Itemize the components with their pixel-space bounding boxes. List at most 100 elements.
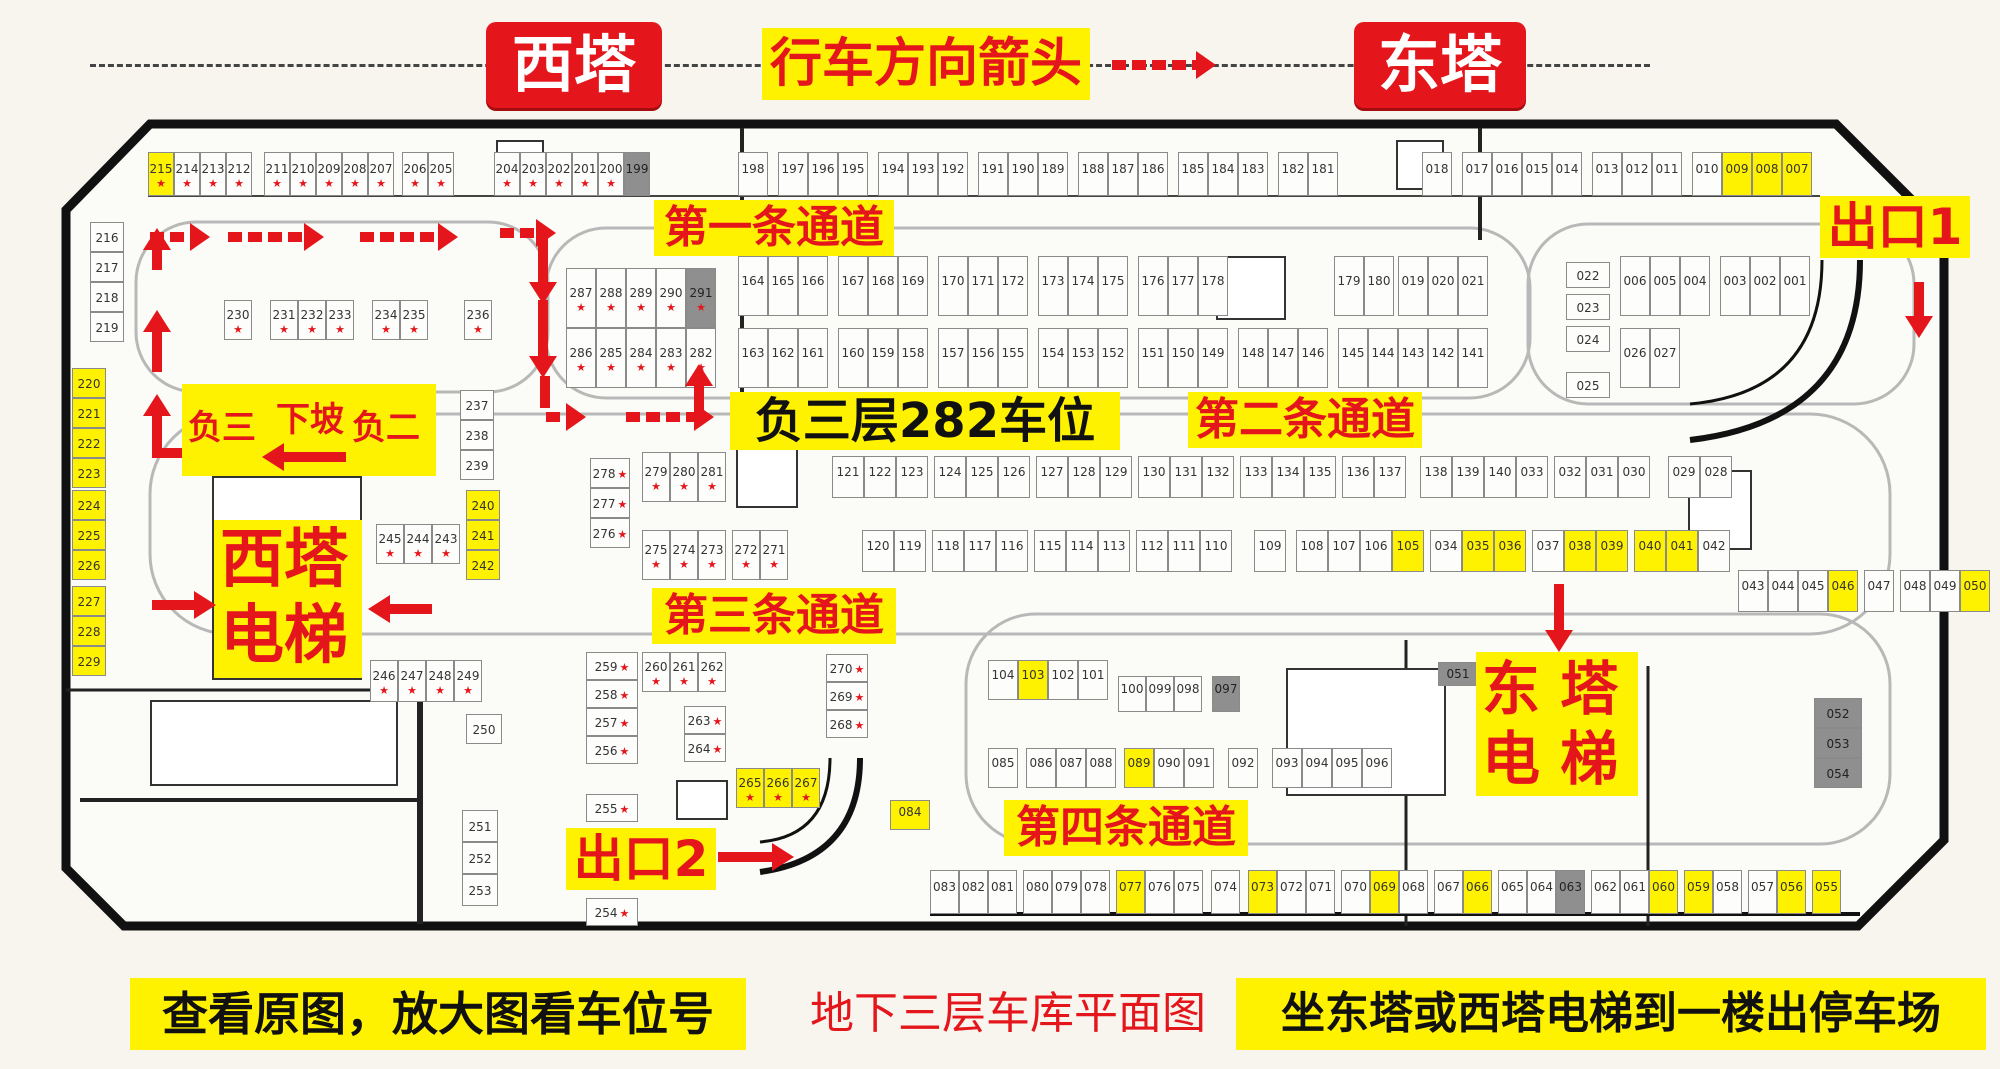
parking-slot: 259★ (586, 652, 638, 680)
parking-slot: 063 (1556, 870, 1585, 914)
exit1-arrow-shaft (1914, 282, 1924, 318)
parking-slot-number: 160 (841, 346, 865, 360)
parking-slot-number: 230 (226, 308, 250, 322)
parking-slot-number: 266 (766, 776, 790, 790)
east-elevator-label-box (1476, 652, 1638, 796)
parking-slot: 250★ (466, 714, 502, 744)
parking-slot-number: 264 (687, 742, 711, 756)
star-icon: ★ (801, 791, 811, 804)
star-icon: ★ (576, 361, 586, 374)
parking-slot-number: 123 (900, 465, 924, 479)
star-icon: ★ (407, 684, 417, 697)
parking-slot: 248★ (426, 660, 454, 702)
parking-slot-number: 193 (911, 162, 935, 176)
parking-slot: 265★ (736, 768, 764, 808)
parking-slot: 261★ (670, 652, 698, 692)
parking-slot: 046 (1828, 570, 1858, 612)
parking-slot: 180 (1364, 256, 1394, 316)
parking-slot-number: 139 (1456, 465, 1480, 479)
parking-slot: 220★ (72, 368, 106, 398)
parking-slot: 271★ (760, 530, 788, 580)
parking-slot-number: 099 (1148, 682, 1172, 696)
direction-legend-arrow-icon (1112, 51, 1216, 79)
parking-slot-number: 128 (1072, 465, 1096, 479)
parking-slot: 075 (1174, 870, 1203, 914)
star-icon: ★ (745, 791, 755, 804)
parking-slot: 249★ (454, 660, 482, 702)
parking-slot-number: 078 (1084, 880, 1107, 894)
parking-slot-number: 270 (829, 662, 853, 676)
parking-slot: 005 (1650, 256, 1680, 316)
parking-slot-number: 091 (1187, 756, 1211, 770)
parking-slot: 038 (1564, 530, 1596, 572)
parking-slot-number: 012 (1625, 162, 1649, 176)
parking-slot: 039 (1596, 530, 1628, 572)
parking-slot: 128 (1068, 456, 1100, 498)
parking-slot-number: 201 (573, 162, 597, 176)
parking-slot-number: 251 (468, 820, 492, 834)
parking-slot-number: 187 (1111, 162, 1135, 176)
parking-slot-number: 116 (1000, 539, 1024, 553)
star-icon: ★ (679, 558, 689, 571)
star-icon: ★ (335, 323, 345, 336)
parking-slot: 082 (959, 870, 988, 914)
ramp-b3-label: 负三 (188, 408, 256, 448)
parking-slot: 187 (1108, 152, 1138, 196)
parking-slot-number: 259 (594, 660, 618, 674)
parking-slot-number: 073 (1251, 880, 1274, 894)
parking-slot-number: 220 (77, 377, 101, 391)
parking-slot: 150 (1168, 328, 1198, 388)
parking-slot: 228★ (72, 616, 106, 646)
parking-slot-number: 067 (1437, 880, 1460, 894)
parking-slot: 006 (1620, 256, 1650, 316)
parking-slot: 080 (1023, 870, 1052, 914)
parking-slot: 097 (1212, 676, 1240, 712)
parking-slot-number: 120 (866, 539, 890, 553)
traffic-arrow-icon (626, 403, 714, 431)
parking-slot: 008 (1752, 152, 1782, 196)
parking-slot: 289★ (626, 268, 656, 328)
parking-slot-number: 202 (547, 162, 571, 176)
parking-slot-number: 219 (95, 321, 119, 335)
parking-slot-number: 088 (1089, 756, 1113, 770)
parking-slot: 127 (1036, 456, 1068, 498)
parking-slot-number: 205 (429, 162, 453, 176)
star-icon: ★ (441, 547, 451, 560)
parking-slot-number: 223 (77, 467, 101, 481)
star-icon: ★ (436, 177, 446, 190)
parking-slot-number: 161 (801, 346, 825, 360)
parking-slot-number: 006 (1623, 274, 1647, 288)
parking-slot-number: 028 (1704, 465, 1728, 479)
parking-slot: 162 (768, 328, 798, 388)
parking-slot-number: 143 (1401, 346, 1425, 360)
lane2-label: 第二条通道 (1188, 392, 1422, 448)
parking-slot-number: 183 (1241, 162, 1265, 176)
parking-slot-number: 288 (599, 286, 623, 300)
parking-slot: 003 (1720, 256, 1750, 316)
parking-slot-number: 186 (1141, 162, 1165, 176)
parking-slot: 055 (1812, 870, 1841, 914)
parking-slot: 049 (1930, 570, 1960, 612)
parking-slot: 174 (1068, 256, 1098, 316)
star-icon: ★ (606, 361, 616, 374)
parking-slot: 117 (964, 530, 996, 572)
parking-slot: 243★ (432, 524, 460, 564)
parking-slot-number: 147 (1271, 346, 1295, 360)
parking-slot: 074 (1211, 870, 1240, 914)
parking-slot-number: 265 (738, 776, 762, 790)
parking-slot-number: 019 (1401, 274, 1425, 288)
parking-slot-number: 189 (1041, 162, 1065, 176)
parking-slot: 017 (1462, 152, 1492, 196)
exit2-arrow-shaft (718, 852, 774, 862)
traffic-arrow-shaft (388, 604, 432, 614)
parking-slot: 244★ (404, 524, 432, 564)
parking-slot: 182 (1278, 152, 1308, 196)
parking-slot-number: 013 (1595, 162, 1619, 176)
parking-slot: 132 (1202, 456, 1234, 498)
parking-slot-number: 007 (1785, 162, 1809, 176)
parking-slot-number: 122 (868, 465, 892, 479)
parking-slot-number: 154 (1041, 346, 1065, 360)
star-icon: ★ (707, 558, 717, 571)
parking-slot-number: 074 (1214, 880, 1237, 894)
parking-slot-number: 118 (936, 539, 960, 553)
